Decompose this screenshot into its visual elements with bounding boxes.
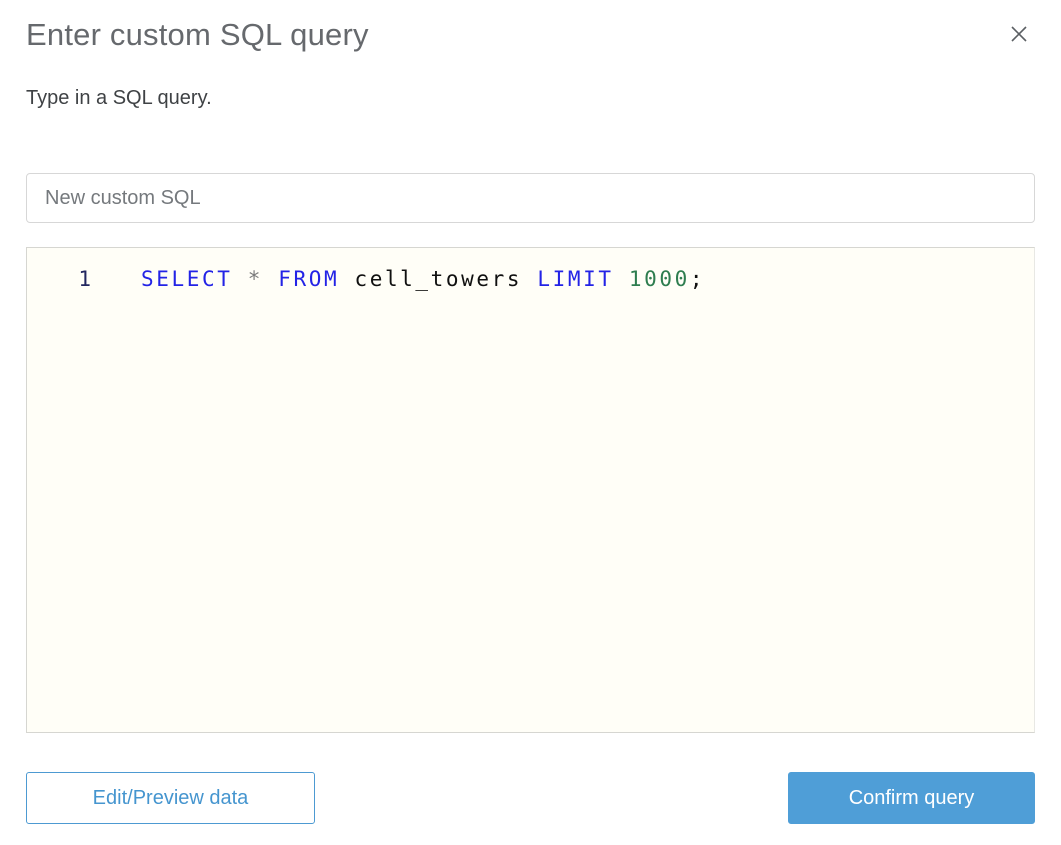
- close-button[interactable]: [1005, 20, 1033, 48]
- sql-punctuation: ;: [689, 267, 706, 291]
- sql-code-editor[interactable]: 1 SELECT * FROM cell_towers LIMIT 1000;: [26, 247, 1035, 733]
- confirm-query-button[interactable]: Confirm query: [788, 772, 1035, 824]
- close-icon: [1009, 24, 1029, 44]
- sql-operator: *: [247, 267, 263, 291]
- sql-keyword: LIMIT: [537, 267, 614, 291]
- sql-keyword: SELECT: [141, 267, 233, 291]
- sql-identifier: cell_towers: [354, 267, 523, 291]
- edit-preview-data-label: Edit/Preview data: [92, 786, 249, 809]
- edit-preview-data-button[interactable]: Edit/Preview data: [26, 772, 315, 824]
- query-name-input[interactable]: [26, 173, 1035, 223]
- dialog-instruction: Type in a SQL query.: [26, 87, 212, 109]
- sql-code-text: SELECT * FROM cell_towers LIMIT 1000;: [141, 265, 705, 293]
- sql-keyword: FROM: [278, 267, 340, 291]
- confirm-query-label: Confirm query: [848, 786, 975, 809]
- line-number: 1: [78, 267, 91, 291]
- page-title: Enter custom SQL query: [26, 17, 369, 52]
- code-line: 1 SELECT * FROM cell_towers LIMIT 1000;: [27, 248, 1034, 293]
- sql-number-literal: 1000: [628, 267, 690, 291]
